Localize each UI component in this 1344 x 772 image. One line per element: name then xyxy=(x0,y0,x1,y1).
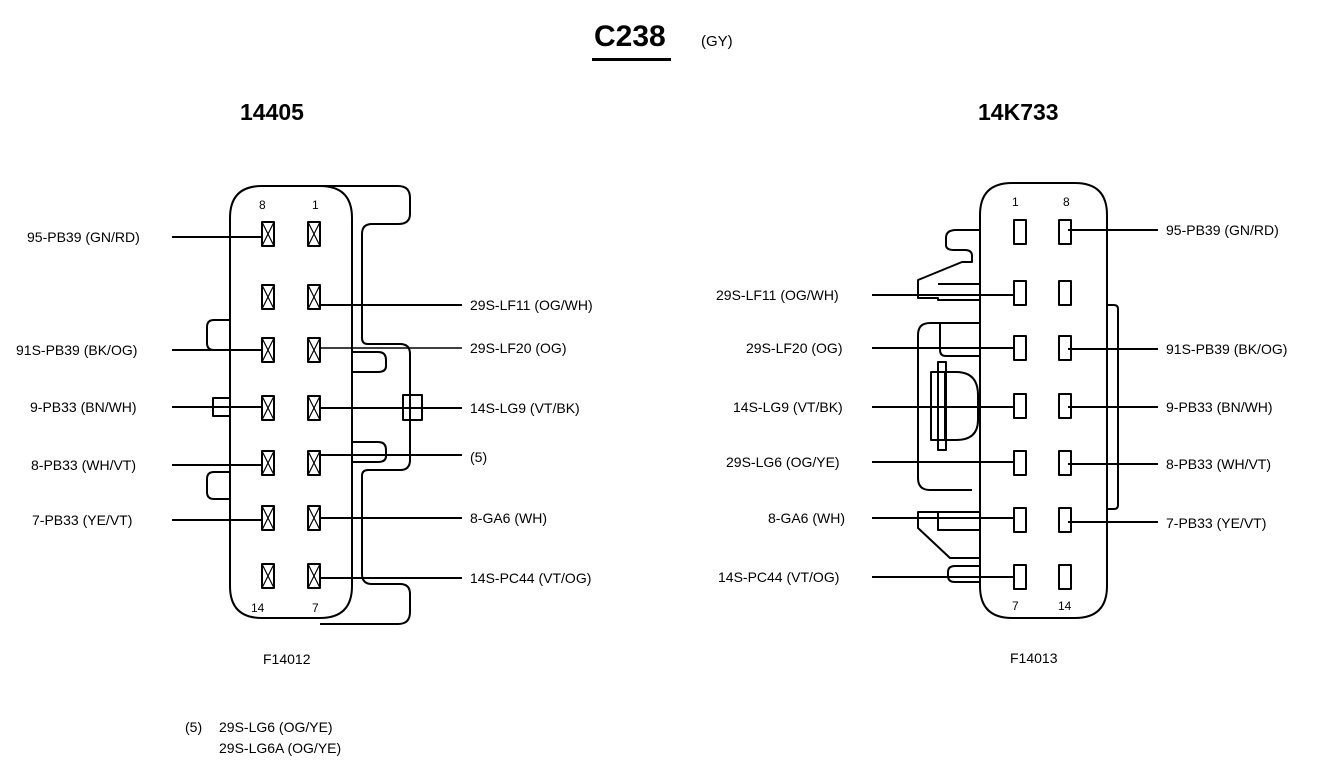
right-pin-number-bottom-right: 14 xyxy=(1058,599,1072,613)
pin-cavity xyxy=(1013,564,1027,590)
right-wire-label: 9-PB33 (BN/WH) xyxy=(1166,399,1273,415)
pin-cavity xyxy=(1058,219,1072,245)
right-wire-label: 8-GA6 (WH) xyxy=(768,510,845,526)
left-pin-number-bottom-left: 14 xyxy=(251,601,265,615)
left-wire-label: (5) xyxy=(470,449,488,465)
right-wire-label: 8-PB33 (WH/VT) xyxy=(1166,456,1272,472)
right-part-number: 14K733 xyxy=(978,99,1059,125)
left-wire-label: 14S-PC44 (VT/OG) xyxy=(470,570,592,586)
left-wire-label: 29S-LF20 (OG) xyxy=(470,340,567,356)
pin-cavity xyxy=(307,505,321,531)
pin-cavity xyxy=(307,284,321,310)
left-wire-label: 8-PB33 (WH/VT) xyxy=(31,457,137,473)
right-wire-label: 29S-LG6 (OG/YE) xyxy=(726,454,840,470)
right-pin-number-bottom-left: 7 xyxy=(1012,599,1019,613)
left-connector-body xyxy=(206,185,423,625)
right-wire-label: 29S-LF20 (OG) xyxy=(746,340,843,356)
pin-cavity xyxy=(1058,564,1072,590)
left-pin-number-top-left: 8 xyxy=(259,198,266,212)
right-wire-label: 29S-LF11 (OG/WH) xyxy=(716,287,839,303)
right-connector-body xyxy=(917,182,1119,619)
left-figure-code: F14012 xyxy=(263,651,311,667)
left-wire-label: 8-GA6 (WH) xyxy=(470,510,547,526)
right-wire-label: 91S-PB39 (BK/OG) xyxy=(1166,341,1288,357)
footnote-line: 29S-LG6A (OG/YE) xyxy=(219,740,342,756)
right-pin-number-top-right: 8 xyxy=(1063,195,1070,209)
pin-cavity xyxy=(1058,280,1072,306)
right-wire-label: 14S-LG9 (VT/BK) xyxy=(733,399,843,415)
pin-cavity xyxy=(1013,219,1027,245)
left-wire-label: 91S-PB39 (BK/OG) xyxy=(16,342,138,358)
pin-cavity xyxy=(307,450,321,476)
pin-cavity xyxy=(1013,450,1027,476)
footnote-ref: (5) xyxy=(185,719,203,735)
pin-cavity xyxy=(307,395,321,421)
left-leader-lines xyxy=(172,236,462,579)
connector-title: C238 xyxy=(594,20,666,53)
pin-cavity xyxy=(307,337,321,363)
left-part-number: 14405 xyxy=(240,99,304,125)
right-pins xyxy=(1013,219,1072,590)
right-figure-code: F14013 xyxy=(1010,650,1058,666)
pin-cavity xyxy=(1013,335,1027,361)
pin-cavity xyxy=(1058,507,1072,533)
pin-cavity xyxy=(1013,507,1027,533)
pin-cavity xyxy=(261,284,275,310)
pin-cavity xyxy=(307,221,321,247)
pin-cavity xyxy=(261,450,275,476)
right-leader-lines xyxy=(872,229,1158,578)
left-wire-label: 95-PB39 (GN/RD) xyxy=(27,229,140,245)
title-underline xyxy=(592,58,671,61)
pin-cavity xyxy=(307,563,321,589)
pin-cavity xyxy=(261,563,275,589)
pin-cavity xyxy=(261,221,275,247)
right-pin-number-top-left: 1 xyxy=(1012,195,1019,209)
pin-cavity xyxy=(261,395,275,421)
left-pin-number-bottom-right: 7 xyxy=(312,601,319,615)
left-wire-label: 9-PB33 (BN/WH) xyxy=(30,399,137,415)
footnote-line: 29S-LG6 (OG/YE) xyxy=(219,719,333,735)
pin-cavity xyxy=(261,505,275,531)
right-wire-label: 95-PB39 (GN/RD) xyxy=(1166,222,1279,238)
left-wire-label: 29S-LF11 (OG/WH) xyxy=(470,297,593,313)
right-wire-label: 7-PB33 (YE/VT) xyxy=(1166,515,1267,531)
pin-cavity xyxy=(1013,393,1027,419)
pin-cavity xyxy=(1013,280,1027,306)
left-pins xyxy=(261,221,321,589)
left-wire-label: 14S-LG9 (VT/BK) xyxy=(470,400,580,416)
connector-color-code: (GY) xyxy=(701,33,733,50)
left-wire-label: 7-PB33 (YE/VT) xyxy=(32,512,133,528)
right-wire-label: 14S-PC44 (VT/OG) xyxy=(718,569,840,585)
pin-cavity xyxy=(261,337,275,363)
left-pin-number-top-right: 1 xyxy=(312,198,319,212)
